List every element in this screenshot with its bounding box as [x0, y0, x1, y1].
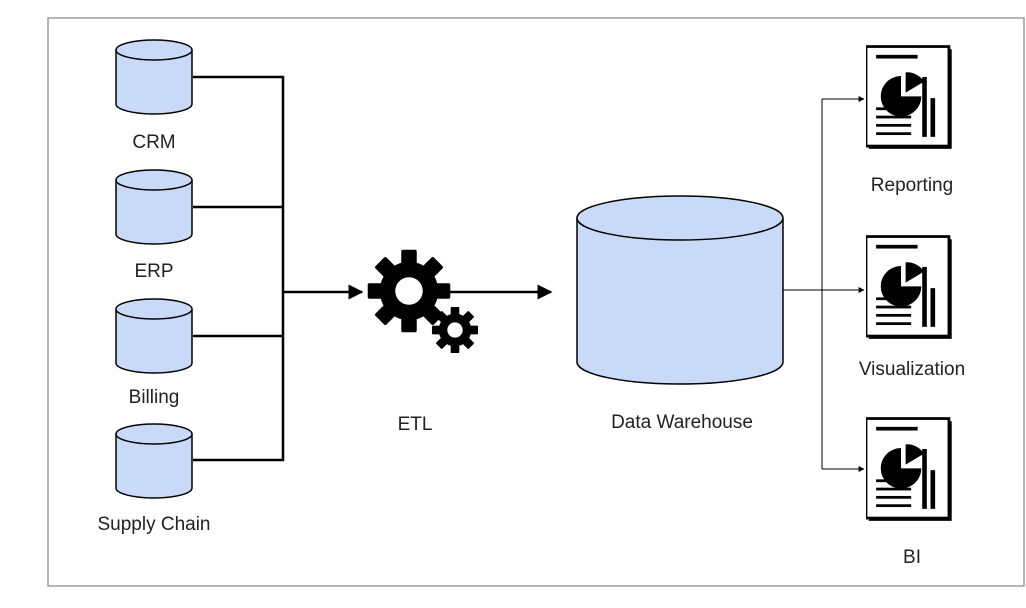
source-label: CRM [132, 132, 175, 153]
output-visualization: Visualization [859, 235, 965, 380]
etl-label: ETL [398, 414, 433, 435]
diagram-frame [47, 17, 1025, 587]
etl-node: ETL [367, 249, 479, 435]
output-label: Reporting [871, 175, 953, 196]
source-label: ERP [134, 261, 173, 282]
output-label: Visualization [859, 359, 965, 380]
source-connectors [193, 75, 364, 462]
source-crm: CRM [115, 39, 193, 153]
database-icon [115, 309, 193, 374]
database-icon [115, 180, 193, 245]
source-billing: Billing [115, 298, 193, 408]
database-icon [115, 50, 193, 115]
output-reporting: Reporting [866, 45, 954, 196]
warehouse-label: Data Warehouse [611, 412, 753, 433]
report-icon [866, 235, 954, 341]
source-supply-chain: Supply Chain [97, 423, 211, 535]
report-icon [866, 45, 954, 151]
source-erp: ERP [115, 169, 193, 282]
database-icon [576, 218, 784, 385]
report-icon [866, 417, 954, 523]
output-bi: BI [866, 417, 954, 568]
small-gear-icon [431, 306, 479, 354]
database-icon [115, 434, 193, 499]
source-label: Supply Chain [97, 514, 210, 535]
gears-icon [367, 249, 451, 333]
output-connectors [783, 96, 865, 472]
source-label: Billing [129, 387, 180, 408]
data-warehouse: Data Warehouse [576, 195, 784, 433]
output-label: BI [903, 547, 921, 568]
